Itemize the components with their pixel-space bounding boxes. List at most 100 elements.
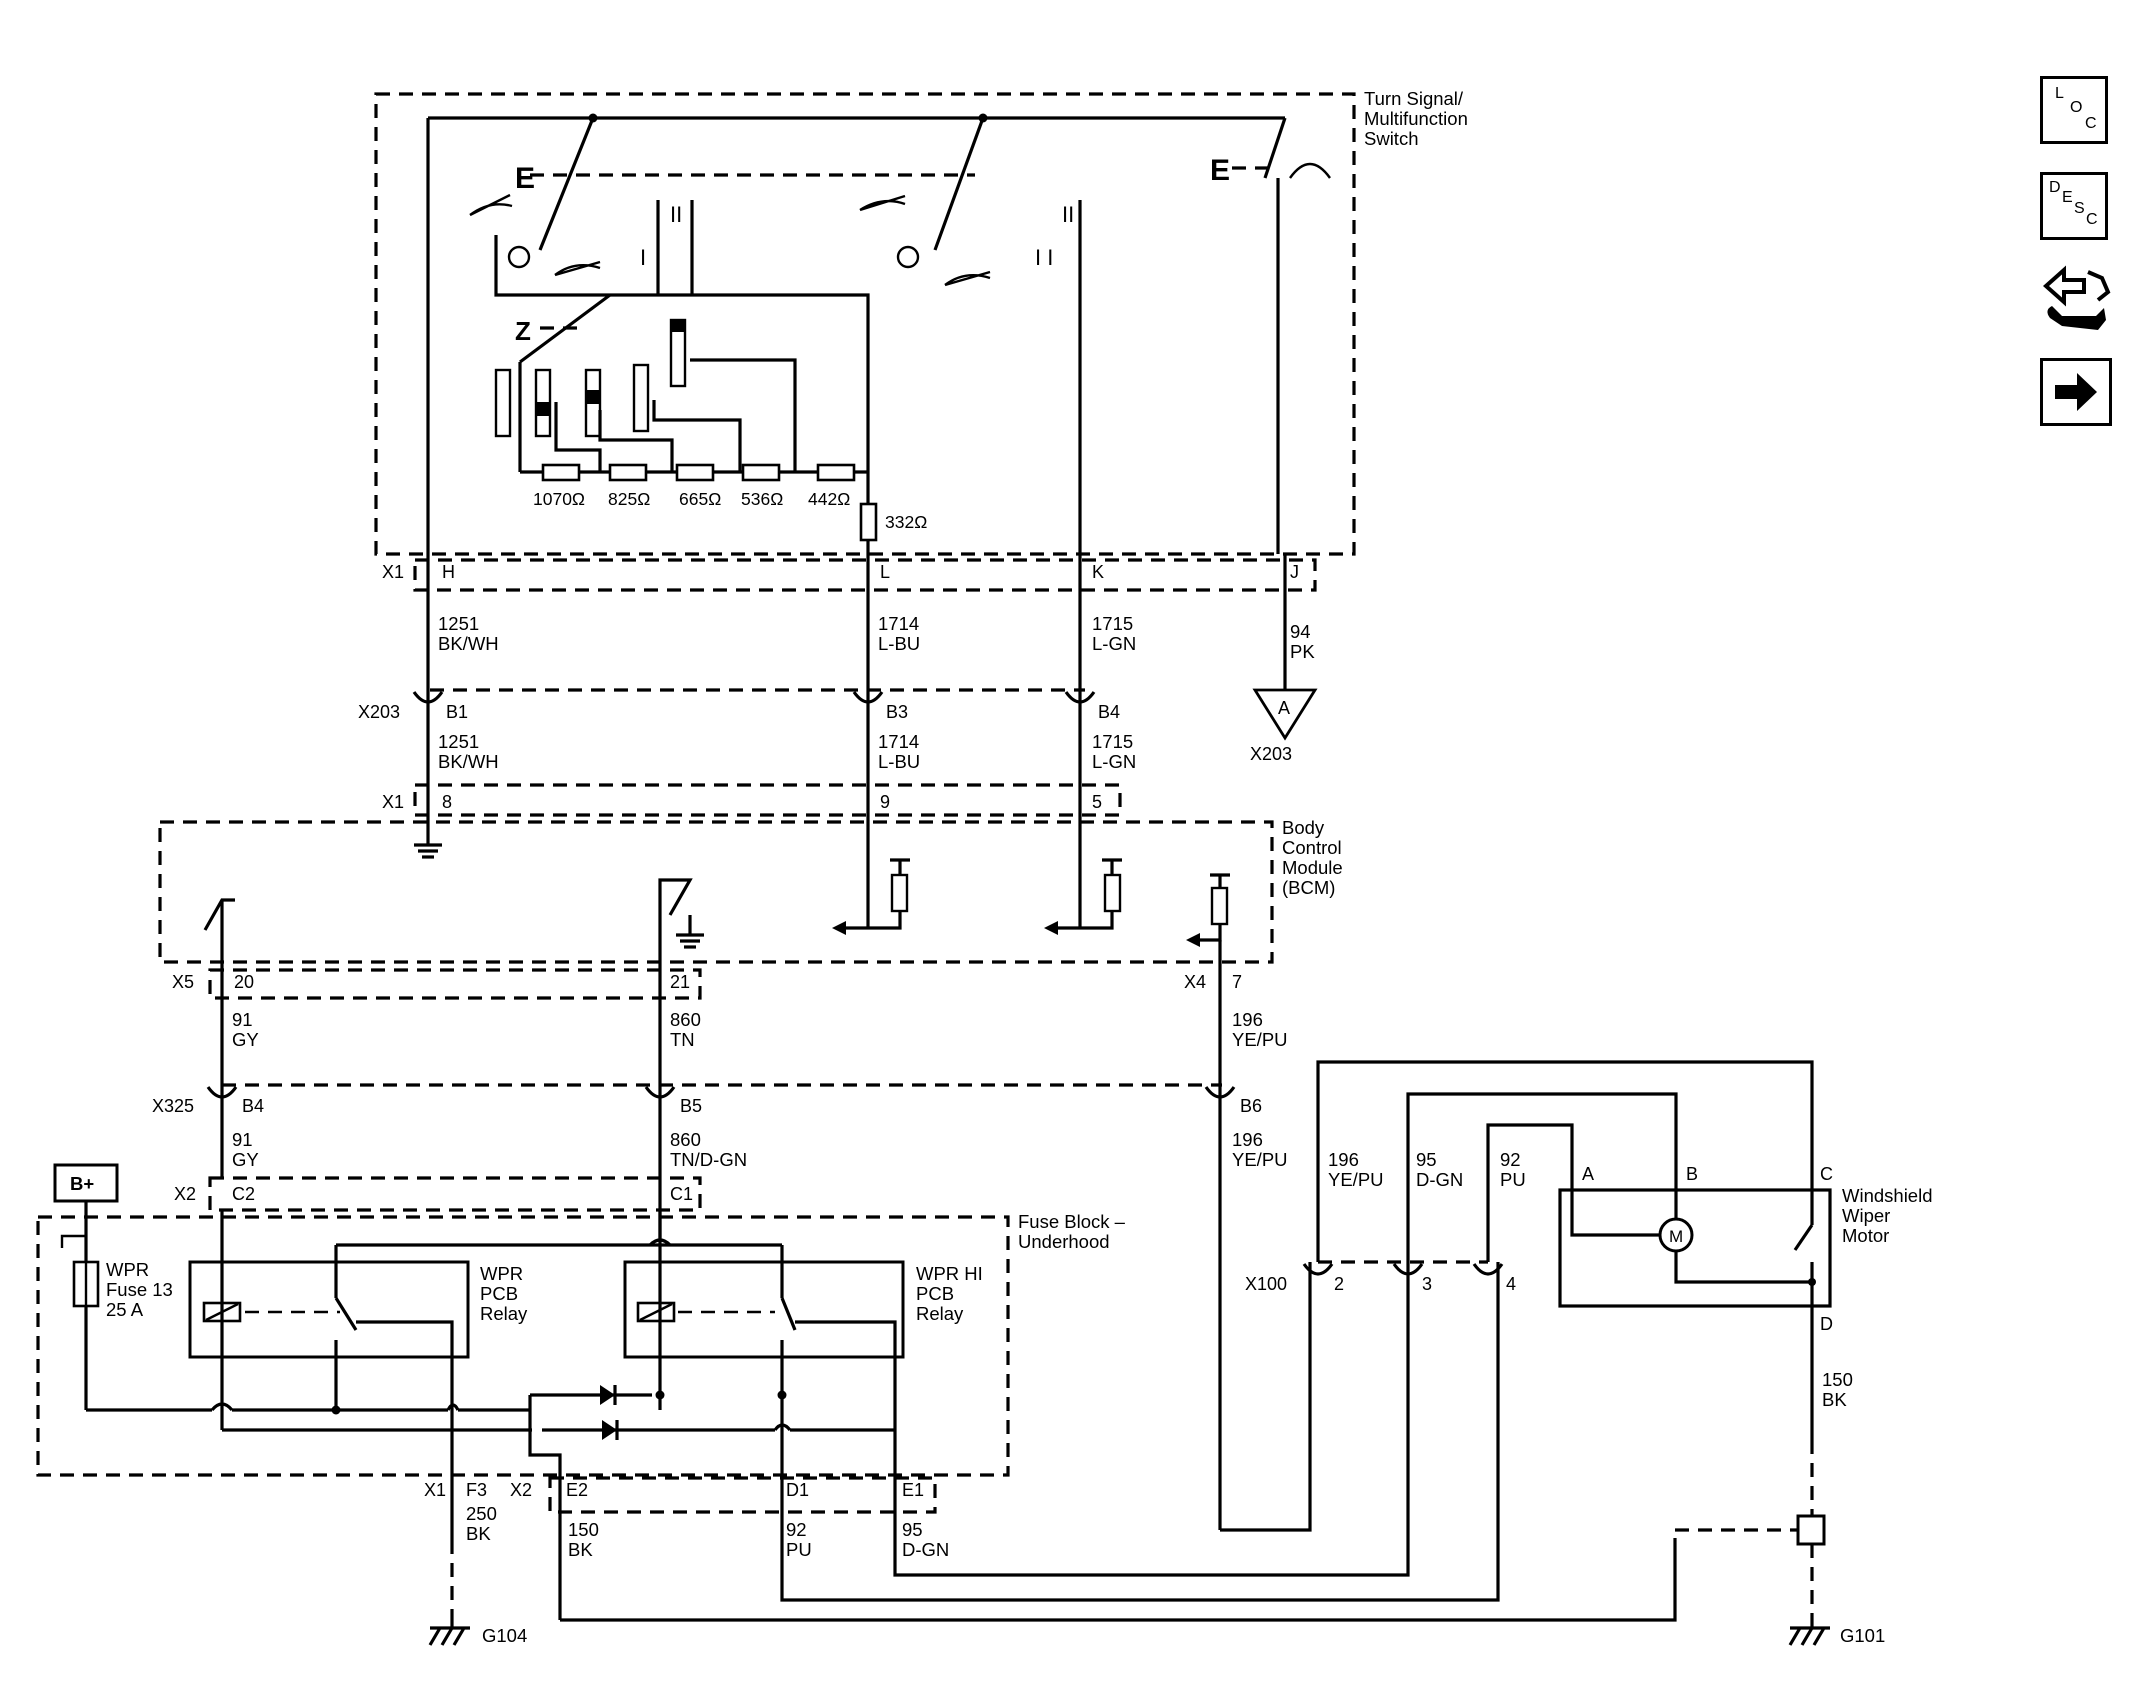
resistor-332-label: 332Ω [885,512,927,532]
battery-label: B+ [70,1173,94,1194]
desc-button-icon: D E S C [2049,179,2098,228]
component-boxes [36,92,1488,1514]
svg-text:I I: I I [1035,245,1053,270]
svg-text:II: II [670,202,682,227]
fuse-block-label: Fuse Block – Underhood [1018,1211,1130,1252]
turn-signal-switch-box [374,92,1356,556]
svg-text:E: E [515,162,535,195]
middle-harness [206,905,1312,1532]
svg-text:2: 2 [1334,1274,1344,1294]
svg-text:H: H [442,562,455,582]
svg-text:B4: B4 [1098,702,1120,722]
resistor-825-label: 825Ω [608,489,650,509]
x203-label: X203 [358,702,400,722]
resistor-536-label: 536Ω [741,489,783,509]
x100-label: X100 [1245,1274,1287,1294]
bcm-label: Body Control Module (BCM) [1282,817,1348,898]
svg-text:B1: B1 [446,702,468,722]
resistor-442-label: 442Ω [808,489,850,509]
bcm-internals [203,858,1230,949]
svg-text:J: J [1290,562,1299,582]
svg-text:I: I [640,245,646,270]
svg-text:E: E [1210,154,1230,187]
svg-text:4: 4 [1506,1274,1516,1294]
svg-text:B5: B5 [680,1096,702,1116]
pin-labels: H L K J B1 B3 B4 8 9 5 20 21 7 B4 B5 B6 … [232,562,1833,1500]
svg-text:B3: B3 [886,702,908,722]
desc-button[interactable]: D E S C [2040,172,2108,240]
svg-text:B6: B6 [1240,1096,1262,1116]
resistor-1070-label: 1070Ω [533,489,585,509]
x2-bottom-label: X2 [510,1480,532,1500]
switch-internals: E E II II I I I Z [426,113,1331,690]
ground-labels: G104 G101 [482,1625,1885,1646]
svg-text:21: 21 [670,972,690,992]
svg-text:20: 20 [234,972,254,992]
ground-g104-label: G104 [482,1625,527,1646]
connector-labels: X1 X203 X203 A X1 X5 X4 X325 X2 X1 X2 X1… [152,562,1292,1500]
next-page-button[interactable] [2040,358,2112,426]
wpr-hi-relay-label: WPR HI PCB Relay [916,1263,988,1324]
x203-inline-label: X203 [1250,744,1292,764]
inline-a-label: A [1278,698,1290,718]
fuse-block-box [36,1215,1010,1477]
ground-g101-label: G101 [1840,1625,1885,1646]
connector-repair-button[interactable] [2040,262,2112,340]
svg-text:C: C [1820,1164,1833,1184]
svg-text:3: 3 [1422,1274,1432,1294]
x1-switch-label: X1 [382,562,404,582]
wpr-hi-relay-box [623,1260,905,1359]
lower-harness [428,1306,1830,1646]
svg-text:B: B [1686,1164,1698,1184]
x1-bcm-connector-outline [413,783,1122,817]
svg-text:7: 7 [1232,972,1242,992]
svg-text:C2: C2 [232,1184,255,1204]
svg-text:E2: E2 [566,1480,588,1500]
svg-text:D: D [1820,1314,1833,1334]
x1-top-connector-outline [413,558,1317,592]
resistor-labels: 1070Ω 825Ω 665Ω 536Ω 442Ω 332Ω [533,489,927,532]
svg-text:II: II [1062,202,1074,227]
x5-connector-outline [208,968,702,1000]
wiper-motor: M [1302,1060,1832,1308]
svg-text:L: L [880,562,890,582]
next-page-arrow-icon [2055,373,2097,411]
x2-top-label: X2 [174,1184,196,1204]
wpr-relay-label: WPR PCB Relay [480,1263,528,1324]
svg-text:9: 9 [880,792,890,812]
svg-text:B4: B4 [242,1096,264,1116]
loc-button[interactable]: L O C [2040,76,2108,144]
loc-button-icon: L O C [2055,85,2097,132]
upper-harness [412,554,1318,928]
svg-text:5: 5 [1092,792,1102,812]
x4-label: X4 [1184,972,1206,992]
x2-top-connector-outline [208,1176,702,1212]
svg-text:A: A [1582,1164,1594,1184]
svg-text:Z: Z [515,316,531,346]
svg-text:8: 8 [442,792,452,812]
wpr-relay-box [188,1260,470,1359]
wiper-motor-box [1558,1188,1832,1308]
connector-repair-icon [2042,265,2111,330]
svg-text:D1: D1 [786,1480,809,1500]
x1-fuse-label: X1 [424,1480,446,1500]
svg-text:F3: F3 [466,1480,487,1500]
turn-signal-switch-label: Turn Signal/ Multifunction Switch [1364,88,1473,149]
wpr-fuse-label: WPR Fuse 13 25 A [106,1259,178,1320]
